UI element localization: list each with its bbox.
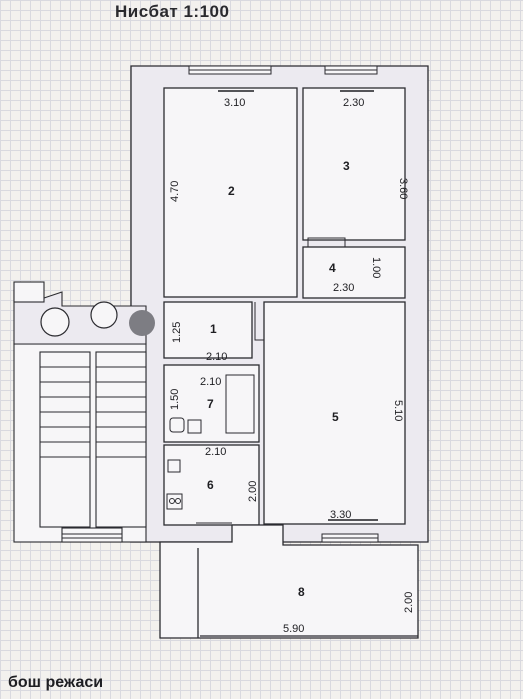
dim-room3-width: 2.30 (343, 97, 364, 109)
dim-room5-height: 5.10 (392, 400, 404, 421)
dim-room8-width: 5.90 (283, 623, 304, 635)
dim-room6-width: 2.10 (205, 446, 226, 458)
room-number-5: 5 (332, 410, 339, 424)
room-number-6: 6 (207, 478, 214, 492)
room-2 (163, 87, 298, 298)
bathtub (225, 374, 255, 434)
dim-markers (218, 90, 378, 521)
hall-circles (40, 301, 155, 337)
room-number-1: 1 (210, 322, 217, 336)
room-number-7: 7 (207, 397, 214, 411)
dim-room1-height: 1.25 (171, 322, 183, 343)
dim-room7-height: 1.50 (169, 389, 181, 410)
doors (196, 237, 346, 524)
scale-title: Нисбат 1:100 (115, 2, 230, 21)
toilet (187, 419, 202, 434)
plan-caption: бош режаси (8, 674, 104, 691)
dim-room3-height: 3.60 (397, 178, 409, 199)
dim-room5-width: 3.30 (330, 509, 351, 521)
room-spaces (163, 87, 406, 526)
room-number-2: 2 (228, 184, 235, 198)
dim-room1-width: 2.10 (206, 351, 227, 363)
balcony (159, 524, 419, 639)
dim-room4-width: 2.30 (333, 282, 354, 294)
dim-room7-width: 2.10 (200, 376, 221, 388)
dim-room2-height: 4.70 (169, 181, 181, 202)
room-number-4: 4 (329, 261, 336, 275)
staircase (13, 281, 147, 543)
room-3 (302, 87, 406, 241)
room-number-3: 3 (343, 159, 350, 173)
dim-room6-height: 2.00 (247, 481, 259, 502)
windows (61, 65, 379, 543)
dim-room4-height: 1.00 (370, 257, 382, 278)
kitchen-sink (167, 459, 181, 473)
room-4 (302, 246, 406, 299)
sink (169, 417, 185, 433)
fixtures (166, 374, 255, 510)
room-5 (263, 301, 406, 525)
dim-room8-height: 2.00 (403, 592, 415, 613)
room-number-8: 8 (298, 585, 305, 599)
dim-room2-width: 3.10 (224, 97, 245, 109)
room-6 (163, 444, 260, 526)
room-1 (163, 301, 253, 359)
